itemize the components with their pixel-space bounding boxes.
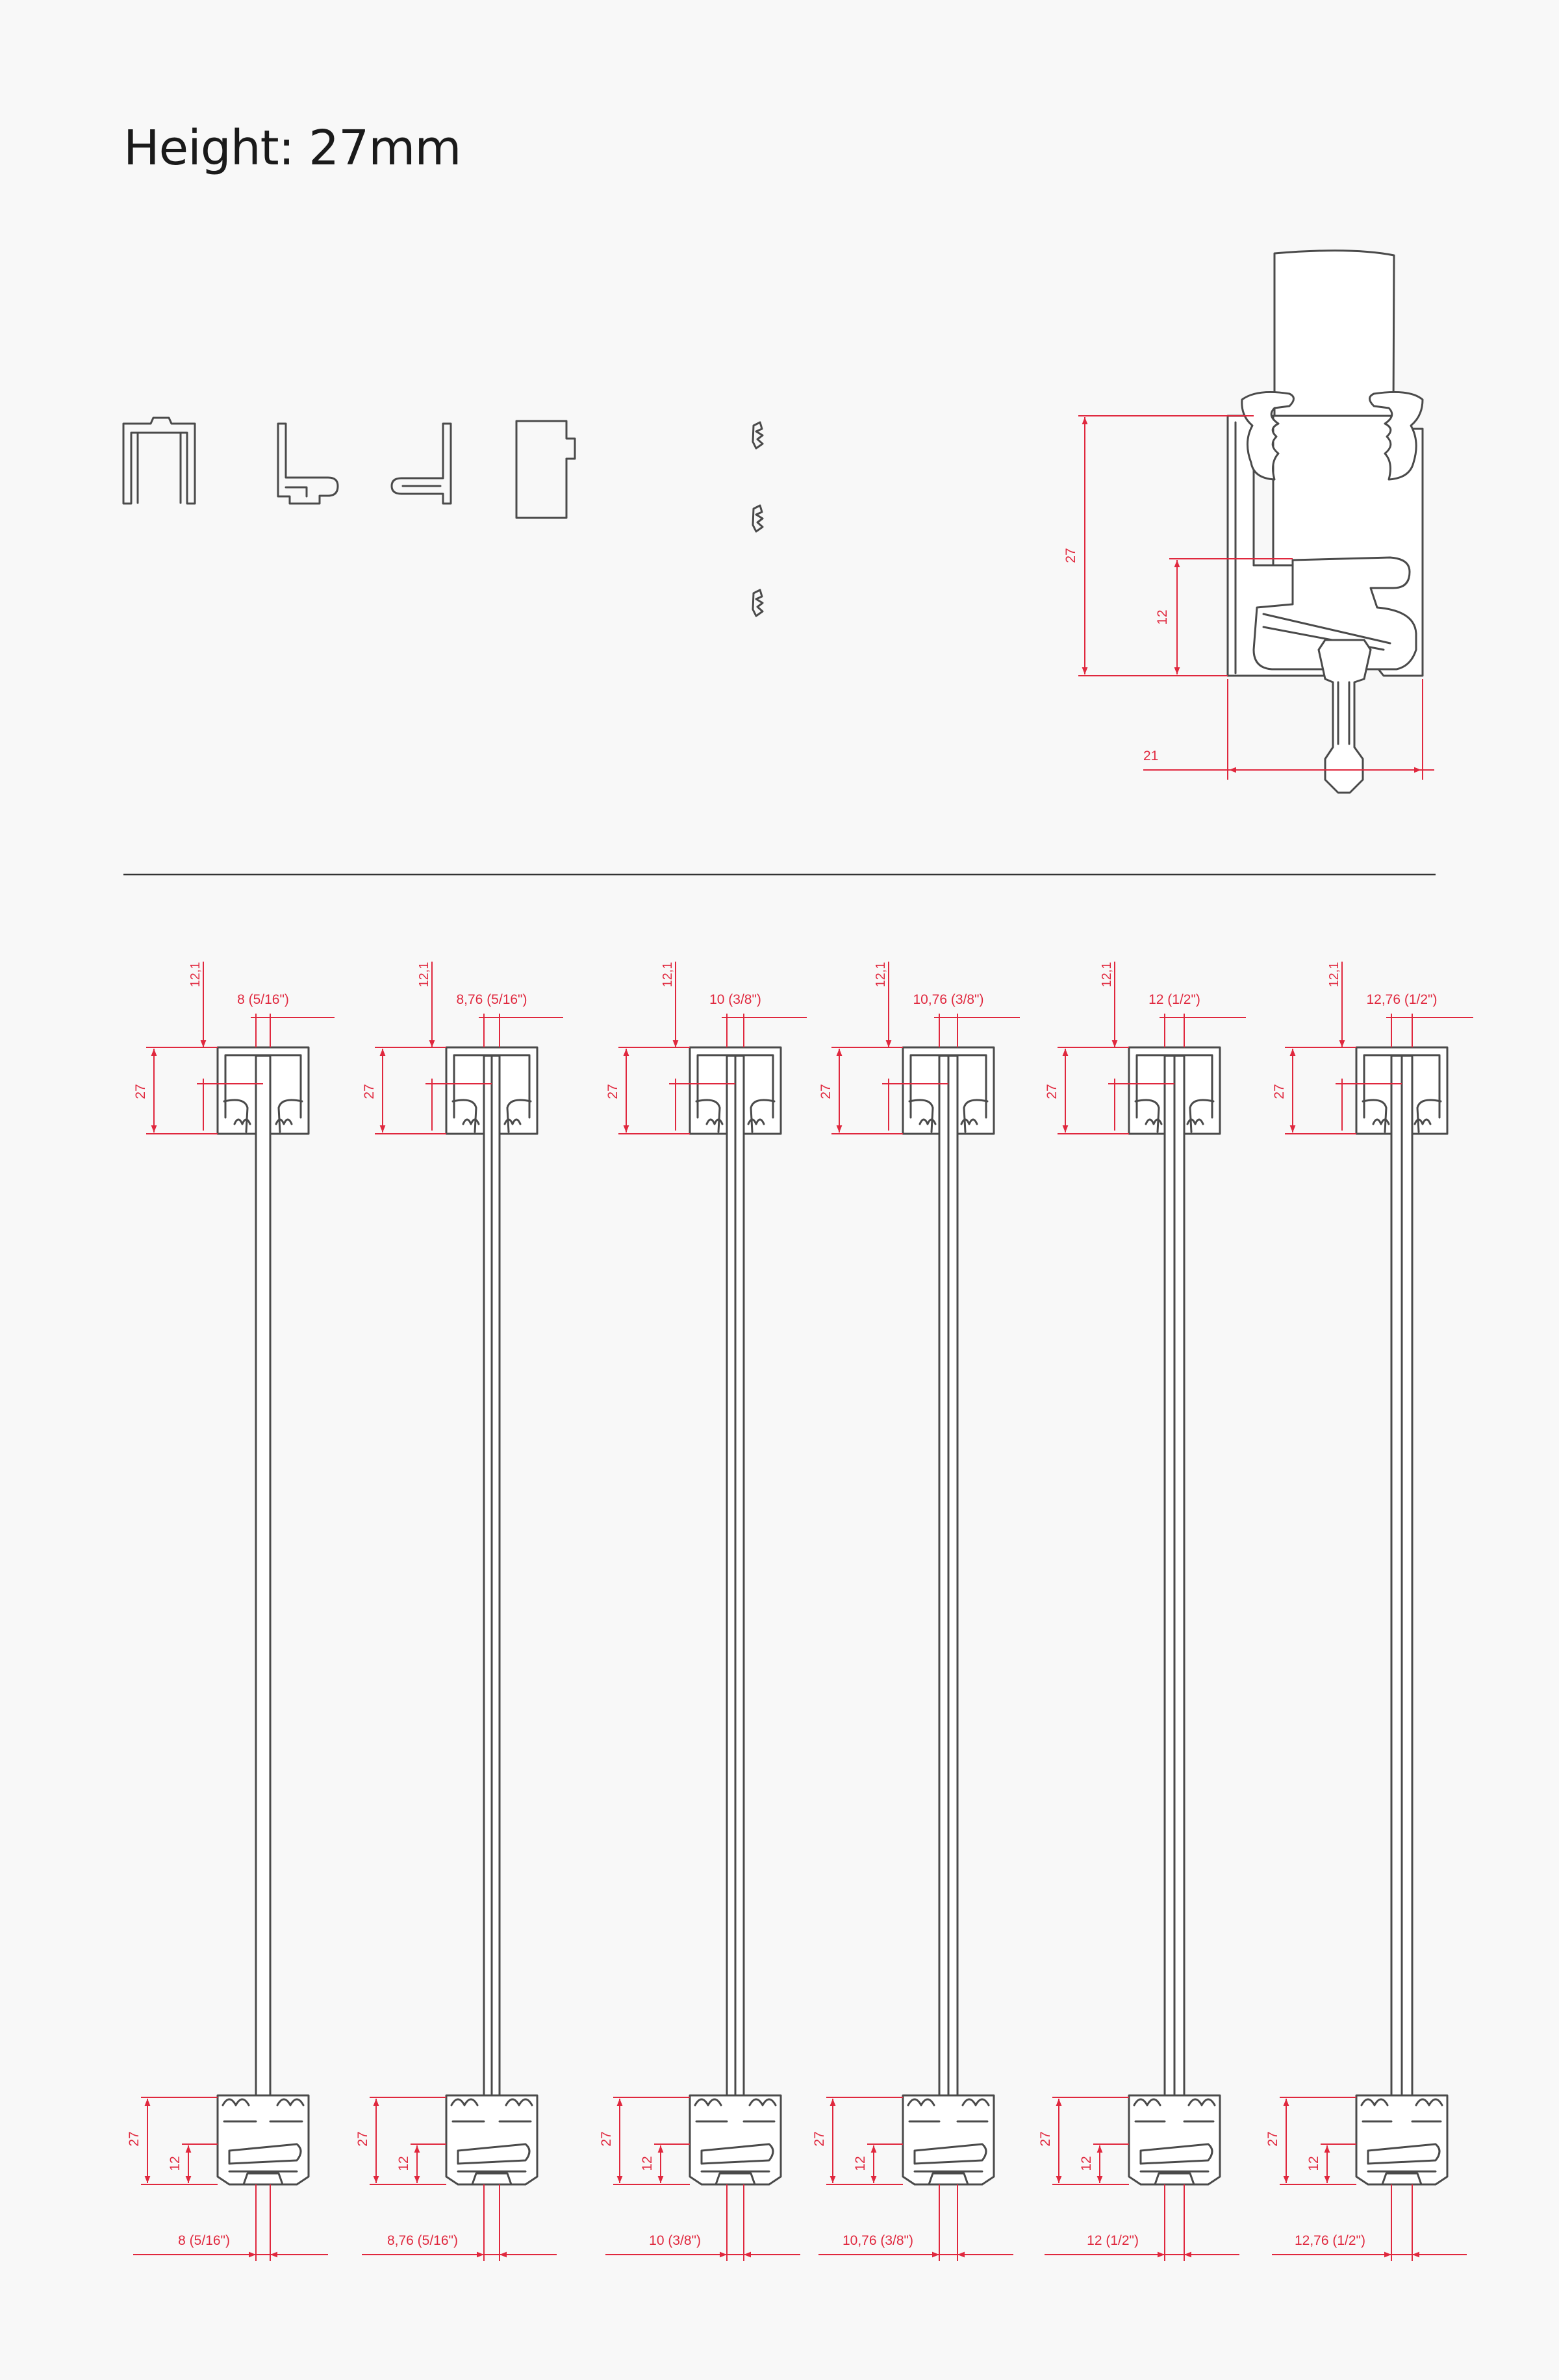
bottom-dimensions: 27 12 12,76 (1/2") — [1265, 2097, 1467, 2261]
bottom-height-label: 27 — [1038, 2131, 1053, 2146]
bottom-profile — [1128, 2094, 1221, 2186]
variant-4: 12,1 27 10,76 (3/8") 27 12 10,76 (3/8") — [812, 962, 1020, 2261]
variant-6: 12,1 27 12,76 (1/2") 27 12 12,76 (1/2") — [1265, 962, 1473, 2261]
bottom-height-label: 27 — [127, 2131, 142, 2146]
bottom-height-label: 27 — [812, 2131, 827, 2146]
detail-width-label: 21 — [1143, 749, 1158, 763]
bottom-inner-label: 12 — [1079, 2156, 1094, 2171]
variant-3: 12,1 27 10 (3/8") 27 12 10 (3/8") — [599, 962, 807, 2261]
bottom-height-label: 27 — [1265, 2131, 1280, 2146]
right-gasket — [1369, 390, 1424, 481]
height-label: 27 — [1045, 1084, 1059, 1099]
component-icons — [122, 416, 764, 617]
height-label: 27 — [818, 1084, 833, 1099]
page-title: Height: 27mm — [123, 120, 461, 176]
bottom-glass-label: 10 (3/8") — [649, 2233, 701, 2248]
offset-label: 12,1 — [188, 962, 203, 988]
bottom-dimensions: 27 12 10 (3/8") — [599, 2097, 800, 2261]
bottom-dimensions: 27 12 10,76 (3/8") — [812, 2097, 1013, 2261]
top-dimensions: 12,1 27 12 (1/2") — [1045, 962, 1246, 1134]
bottom-glass-label: 10,76 (3/8") — [843, 2233, 913, 2248]
height-label: 27 — [133, 1084, 148, 1099]
top-dimensions: 12,1 27 12,76 (1/2") — [1272, 962, 1473, 1134]
offset-label: 12,1 — [661, 962, 675, 988]
bottom-profile — [216, 2094, 310, 2186]
bottom-profile — [689, 2094, 782, 2186]
anchor-stem — [1317, 639, 1372, 794]
gasket-clips — [752, 421, 764, 617]
bottom-profile — [1355, 2094, 1449, 2186]
bottom-inner-label: 12 — [1306, 2156, 1321, 2171]
top-glass-label: 8 (5/16") — [237, 992, 289, 1007]
bottom-inner-label: 12 — [853, 2156, 868, 2171]
top-glass-label: 12 (1/2") — [1148, 992, 1200, 1007]
variant-drawings: 12,1 27 8 (5/16") 27 12 8 (5/16") 12,1 27 8,76 (… — [127, 962, 1473, 2261]
wedge-block — [1252, 556, 1417, 671]
top-dimensions: 12,1 27 8 (5/16") — [133, 962, 335, 1134]
bottom-glass-label: 8 (5/16") — [178, 2233, 230, 2248]
height-label: 27 — [605, 1084, 620, 1099]
top-dimensions: 12,1 27 10 (3/8") — [605, 962, 807, 1134]
u-channel-profile-icon — [122, 416, 196, 505]
bottom-glass-label: 12 (1/2") — [1087, 2233, 1139, 2248]
bottom-inner-label: 12 — [168, 2156, 183, 2171]
bottom-height-label: 27 — [355, 2131, 370, 2146]
left-gasket — [1241, 390, 1295, 481]
detail-height-label: 27 — [1063, 548, 1078, 563]
offset-label: 12,1 — [874, 962, 888, 988]
top-glass-label: 10 (3/8") — [709, 992, 761, 1007]
glass-pane — [483, 1055, 501, 2181]
top-glass-label: 10,76 (3/8") — [913, 992, 983, 1007]
bottom-inner-label: 12 — [640, 2156, 655, 2171]
top-dimensions: 12,1 27 8,76 (5/16") — [362, 962, 563, 1134]
detail-cross-section: 27 12 21 — [1063, 250, 1434, 794]
variant-1: 12,1 27 8 (5/16") 27 12 8 (5/16") — [127, 962, 335, 2261]
offset-label: 12,1 — [1327, 962, 1341, 988]
detail-inner-label: 12 — [1155, 609, 1170, 624]
bottom-dimensions: 27 12 12 (1/2") — [1038, 2097, 1239, 2261]
glass-pane — [1163, 1055, 1185, 2181]
bottom-dimensions: 27 12 8,76 (5/16") — [355, 2097, 557, 2261]
variant-2: 12,1 27 8,76 (5/16") 27 12 8,76 (5/16") — [355, 962, 563, 2261]
height-label: 27 — [362, 1084, 377, 1099]
glass-pane — [938, 1055, 959, 2181]
offset-label: 12,1 — [1100, 962, 1114, 988]
bottom-glass-label: 8,76 (5/16") — [387, 2233, 458, 2248]
top-glass-label: 8,76 (5/16") — [456, 992, 527, 1007]
top-glass-label: 12,76 (1/2") — [1366, 992, 1437, 1007]
bottom-glass-label: 12,76 (1/2") — [1295, 2233, 1365, 2248]
end-cap-icon — [515, 420, 576, 519]
angle-profile-icon — [390, 422, 452, 505]
bottom-inner-label: 12 — [396, 2156, 411, 2171]
bottom-profile — [902, 2094, 995, 2186]
height-label: 27 — [1272, 1084, 1287, 1099]
glass-pane — [726, 1055, 745, 2181]
bottom-profile — [445, 2094, 539, 2186]
variant-5: 12,1 27 12 (1/2") 27 12 12 (1/2") — [1038, 962, 1246, 2261]
glass-pane — [1390, 1055, 1413, 2181]
top-dimensions: 12,1 27 10,76 (3/8") — [818, 962, 1020, 1134]
bottom-dimensions: 27 12 8 (5/16") — [127, 2097, 328, 2261]
bottom-height-label: 27 — [599, 2131, 614, 2146]
offset-label: 12,1 — [417, 962, 431, 988]
glass-pane — [255, 1055, 272, 2181]
l-profile-icon — [277, 422, 339, 505]
